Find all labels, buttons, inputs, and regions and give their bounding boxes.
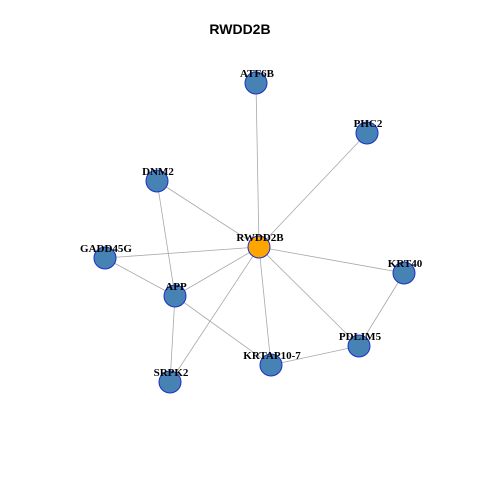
edge-app-srpk2 xyxy=(169,295,176,383)
edge-app-krtap10-7 xyxy=(174,295,272,366)
edge-rwdd2b-atf6b xyxy=(255,82,260,248)
node-label-dnm2: DNM2 xyxy=(142,166,174,178)
node-krtap10-7[interactable] xyxy=(259,353,283,377)
edge-rwdd2b-phc2 xyxy=(258,132,368,248)
graph-title: RWDD2B xyxy=(209,21,271,37)
node-label-app: APP xyxy=(165,281,187,293)
edge-pdlim5-krtap10-7 xyxy=(270,345,360,366)
node-krt40[interactable] xyxy=(392,261,416,285)
edge-krt40-pdlim5 xyxy=(358,272,405,347)
node-phc2[interactable] xyxy=(355,121,379,145)
edge-rwdd2b-app xyxy=(174,246,260,297)
node-pdlim5[interactable] xyxy=(347,334,371,358)
edge-rwdd2b-krtap10-7 xyxy=(258,246,272,366)
edges-layer xyxy=(104,82,405,383)
node-label-gadd45g: GADD45G xyxy=(80,243,132,255)
edge-rwdd2b-gadd45g xyxy=(104,246,260,259)
node-rwdd2b[interactable] xyxy=(247,235,271,259)
node-label-srpk2: SRPK2 xyxy=(154,367,189,379)
node-app[interactable] xyxy=(163,284,187,308)
edge-rwdd2b-krt40 xyxy=(258,246,405,274)
edge-dnm2-app xyxy=(156,180,176,297)
edge-rwdd2b-srpk2 xyxy=(169,246,260,383)
node-dnm2[interactable] xyxy=(145,169,169,193)
node-label-krtap10-7: KRTAP10-7 xyxy=(243,350,301,362)
node-label-atf6b: ATF6B xyxy=(240,68,275,80)
edge-gadd45g-app xyxy=(104,257,176,297)
node-label-rwdd2b: RWDD2B xyxy=(236,232,284,244)
node-label-krt40: KRT40 xyxy=(388,258,423,270)
edge-rwdd2b-pdlim5 xyxy=(258,246,360,347)
edge-rwdd2b-dnm2 xyxy=(156,180,260,248)
node-atf6b[interactable] xyxy=(244,71,268,95)
node-label-pdlim5: PDLIM5 xyxy=(339,331,382,343)
node-label-phc2: PHC2 xyxy=(354,118,383,130)
node-srpk2[interactable] xyxy=(158,370,182,394)
nodes-layer xyxy=(93,71,416,394)
node-gadd45g[interactable] xyxy=(93,246,117,270)
